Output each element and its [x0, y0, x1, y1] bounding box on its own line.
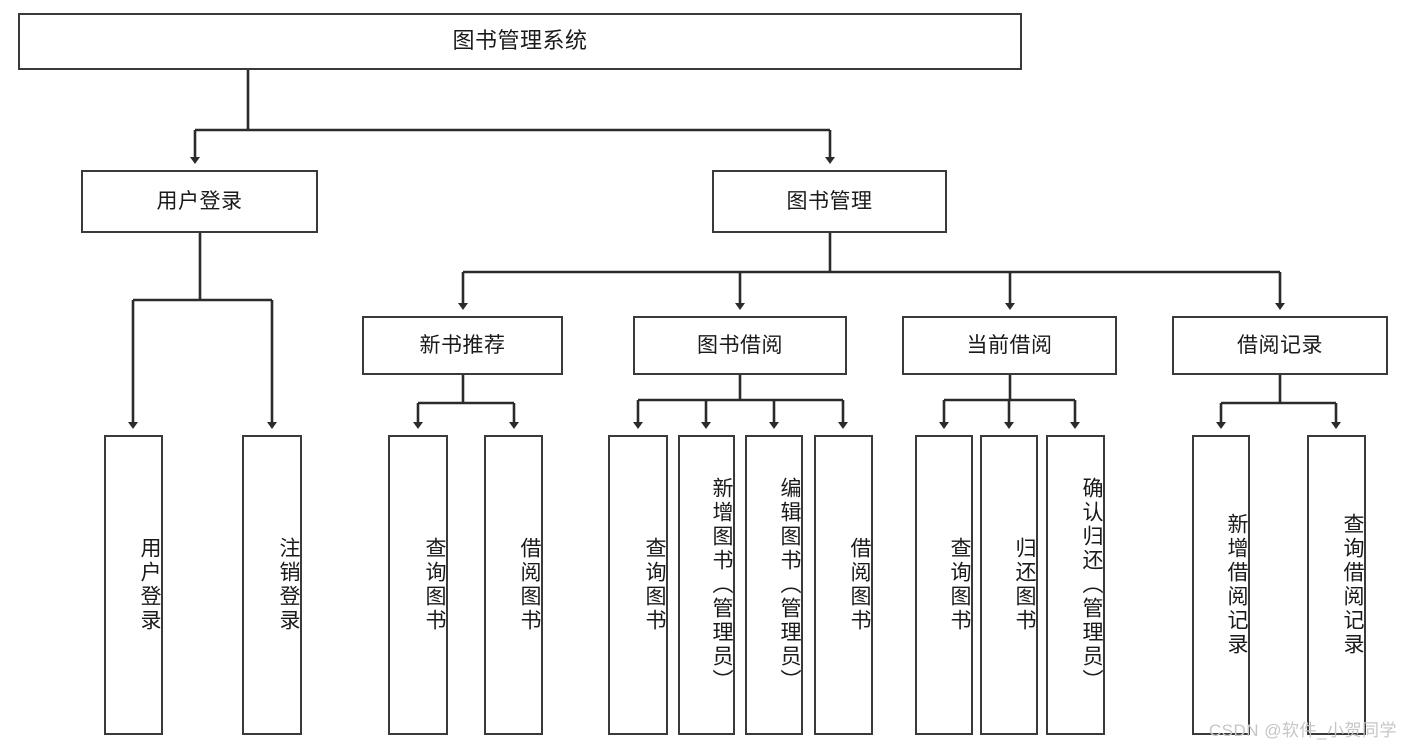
leaf-add-book-admin-label: 新增图书（管理员） — [710, 477, 733, 693]
leaf-user-login[interactable]: 用户登录 — [104, 435, 163, 735]
leaf-query-borrow-record[interactable]: 查询借阅记录 — [1307, 435, 1366, 735]
leaf-query-book-borrow-label: 查询图书 — [643, 537, 666, 633]
node-borrow-record-label: 借阅记录 — [1237, 333, 1323, 357]
leaf-borrow-book[interactable]: 借阅图书 — [814, 435, 873, 735]
leaf-borrow-book-label: 借阅图书 — [848, 537, 871, 633]
leaf-confirm-return-admin[interactable]: 确认归还（管理员） — [1046, 435, 1105, 735]
node-root-system[interactable]: 图书管理系统 — [18, 13, 1022, 70]
leaf-query-book-recommend-label: 查询图书 — [423, 537, 446, 633]
leaf-query-book-borrow[interactable]: 查询图书 — [608, 435, 668, 735]
leaf-add-borrow-record-label: 新增借阅记录 — [1225, 513, 1248, 657]
leaf-query-book-recommend[interactable]: 查询图书 — [388, 435, 448, 735]
node-user-login-label: 用户登录 — [156, 189, 243, 213]
leaf-borrow-book-recommend-label: 借阅图书 — [518, 537, 541, 633]
leaf-query-book-current-label: 查询图书 — [948, 537, 971, 633]
leaf-user-login-label: 用户登录 — [138, 537, 161, 633]
leaf-query-book-current[interactable]: 查询图书 — [915, 435, 973, 735]
node-book-management[interactable]: 图书管理 — [712, 170, 947, 233]
leaf-edit-book-admin[interactable]: 编辑图书（管理员） — [745, 435, 803, 735]
node-root-label: 图书管理系统 — [452, 28, 588, 54]
leaf-return-book[interactable]: 归还图书 — [980, 435, 1038, 735]
leaf-return-book-label: 归还图书 — [1013, 537, 1036, 633]
leaf-query-borrow-record-label: 查询借阅记录 — [1341, 513, 1364, 657]
leaf-logout[interactable]: 注销登录 — [242, 435, 302, 735]
node-borrow-record[interactable]: 借阅记录 — [1172, 316, 1388, 375]
leaf-add-borrow-record[interactable]: 新增借阅记录 — [1192, 435, 1250, 735]
node-book-management-label: 图书管理 — [786, 189, 873, 213]
leaf-add-book-admin[interactable]: 新增图书（管理员） — [678, 435, 735, 735]
node-current-borrow-label: 当前借阅 — [966, 333, 1053, 357]
node-new-book-recommend[interactable]: 新书推荐 — [362, 316, 563, 375]
node-book-borrow-label: 图书借阅 — [697, 333, 783, 357]
watermark: CSDN @软件_小贺同学 — [1208, 721, 1397, 740]
node-current-borrow[interactable]: 当前借阅 — [902, 316, 1117, 375]
leaf-confirm-return-admin-label: 确认归还（管理员） — [1080, 477, 1103, 693]
node-book-borrow[interactable]: 图书借阅 — [633, 316, 847, 375]
leaf-borrow-book-recommend[interactable]: 借阅图书 — [484, 435, 543, 735]
node-new-book-recommend-label: 新书推荐 — [419, 333, 506, 357]
leaf-edit-book-admin-label: 编辑图书（管理员） — [778, 477, 801, 693]
node-user-login[interactable]: 用户登录 — [81, 170, 318, 233]
leaf-logout-label: 注销登录 — [277, 537, 300, 633]
